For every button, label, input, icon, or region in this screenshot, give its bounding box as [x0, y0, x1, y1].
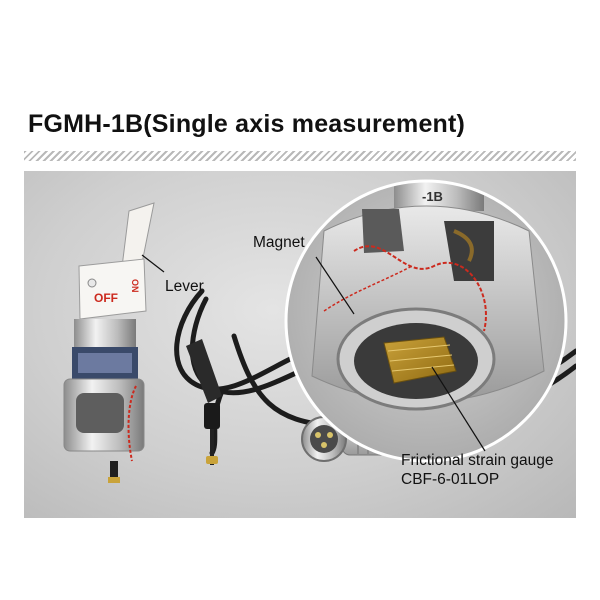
- gauge-leader-line: [431, 366, 486, 452]
- page-title: FGMH-1B(Single axis measurement): [28, 110, 466, 138]
- body-marking: -1B: [422, 189, 443, 204]
- magnet-leader-line: [315, 256, 355, 315]
- hatched-divider: [24, 151, 576, 161]
- lever-label: Lever: [165, 278, 204, 295]
- lever-off-mark: OFF: [94, 291, 118, 305]
- lever-leader-line: [141, 254, 165, 273]
- lever-on-mark: ON: [130, 279, 140, 293]
- cable-sleeve: [186, 339, 222, 465]
- magnet-label: Magnet: [253, 234, 305, 251]
- product-illustration: OFF ON -1B: [63, 179, 576, 483]
- gauge-label-line2: CBF-6-01LOP: [401, 471, 500, 488]
- holder-device: OFF ON: [63, 202, 155, 483]
- gauge-label-line1: Frictional strain gauge: [401, 452, 554, 469]
- zoom-detail: -1B: [286, 181, 566, 461]
- product-photo: OFF ON -1B: [24, 171, 576, 518]
